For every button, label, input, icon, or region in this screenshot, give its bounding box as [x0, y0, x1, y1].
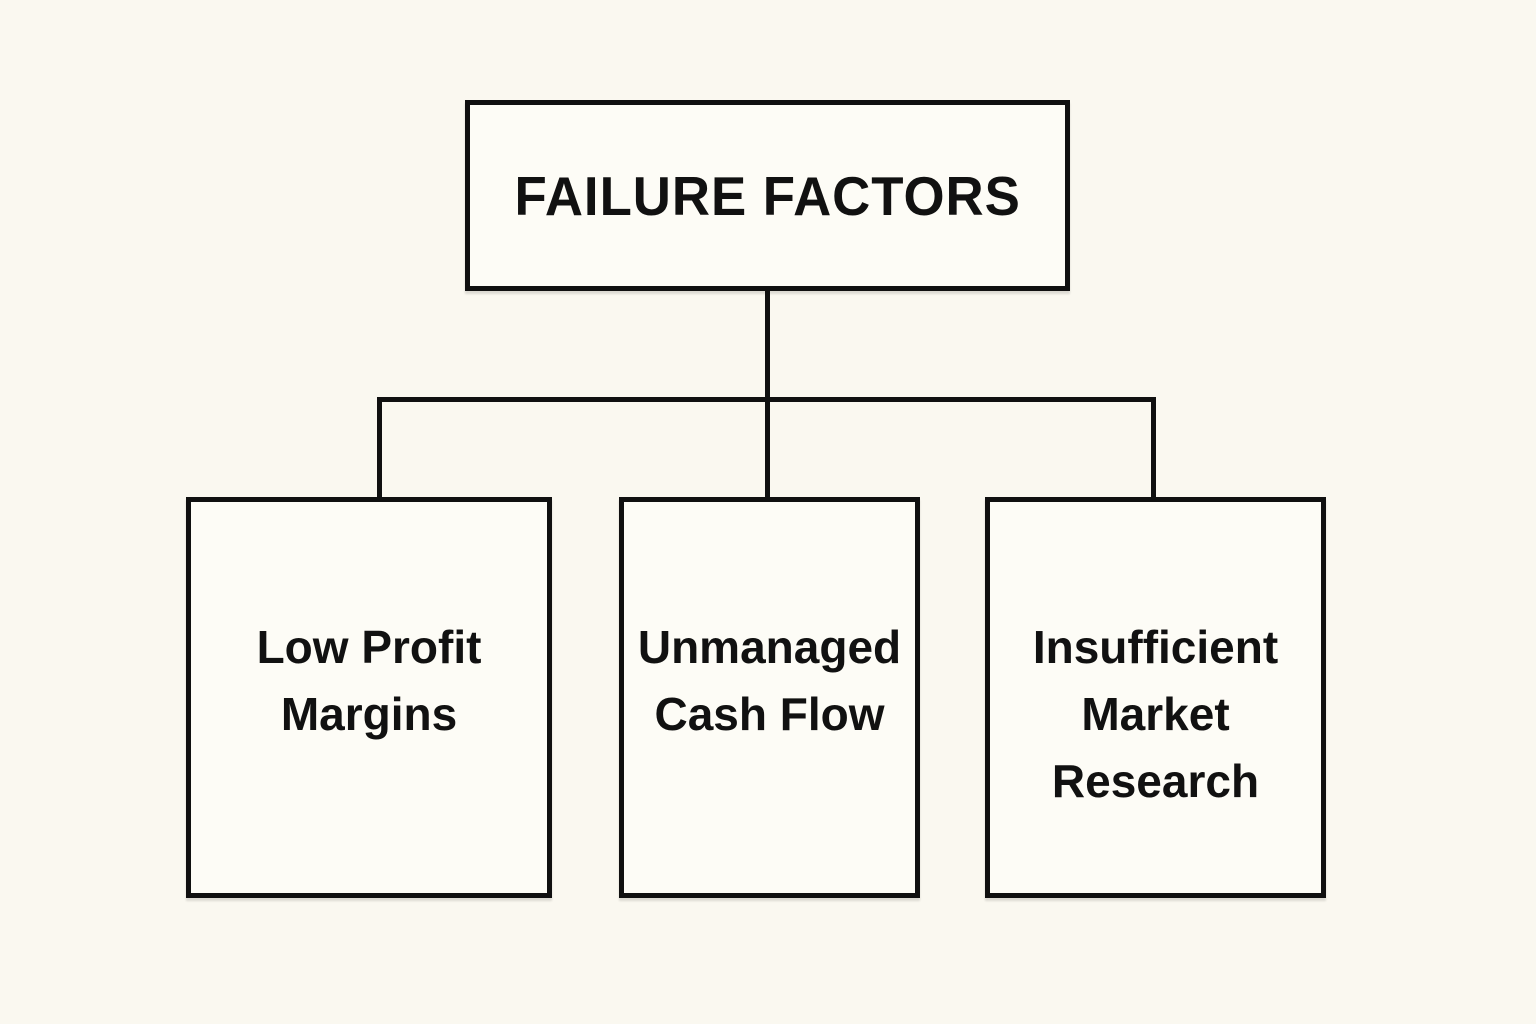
- connector-drop-left: [377, 397, 382, 497]
- child-node-insufficient-market-research: Insufficient Market Research: [985, 497, 1326, 898]
- child-node-label: Unmanaged Cash Flow: [637, 621, 902, 740]
- connector-horizontal-rail: [377, 397, 1156, 402]
- child-node-unmanaged-cash-flow: Unmanaged Cash Flow: [619, 497, 920, 898]
- child-node-low-profit-margins: Low Profit Margins: [186, 497, 552, 898]
- root-node-label: FAILURE FACTORS: [514, 164, 1021, 227]
- connector-stem-vertical: [765, 291, 770, 497]
- connector-drop-right: [1151, 397, 1156, 497]
- child-node-label: Low Profit Margins: [256, 621, 482, 740]
- child-node-label: Insufficient Market Research: [1032, 621, 1279, 807]
- root-node-failure-factors: FAILURE FACTORS: [465, 100, 1070, 291]
